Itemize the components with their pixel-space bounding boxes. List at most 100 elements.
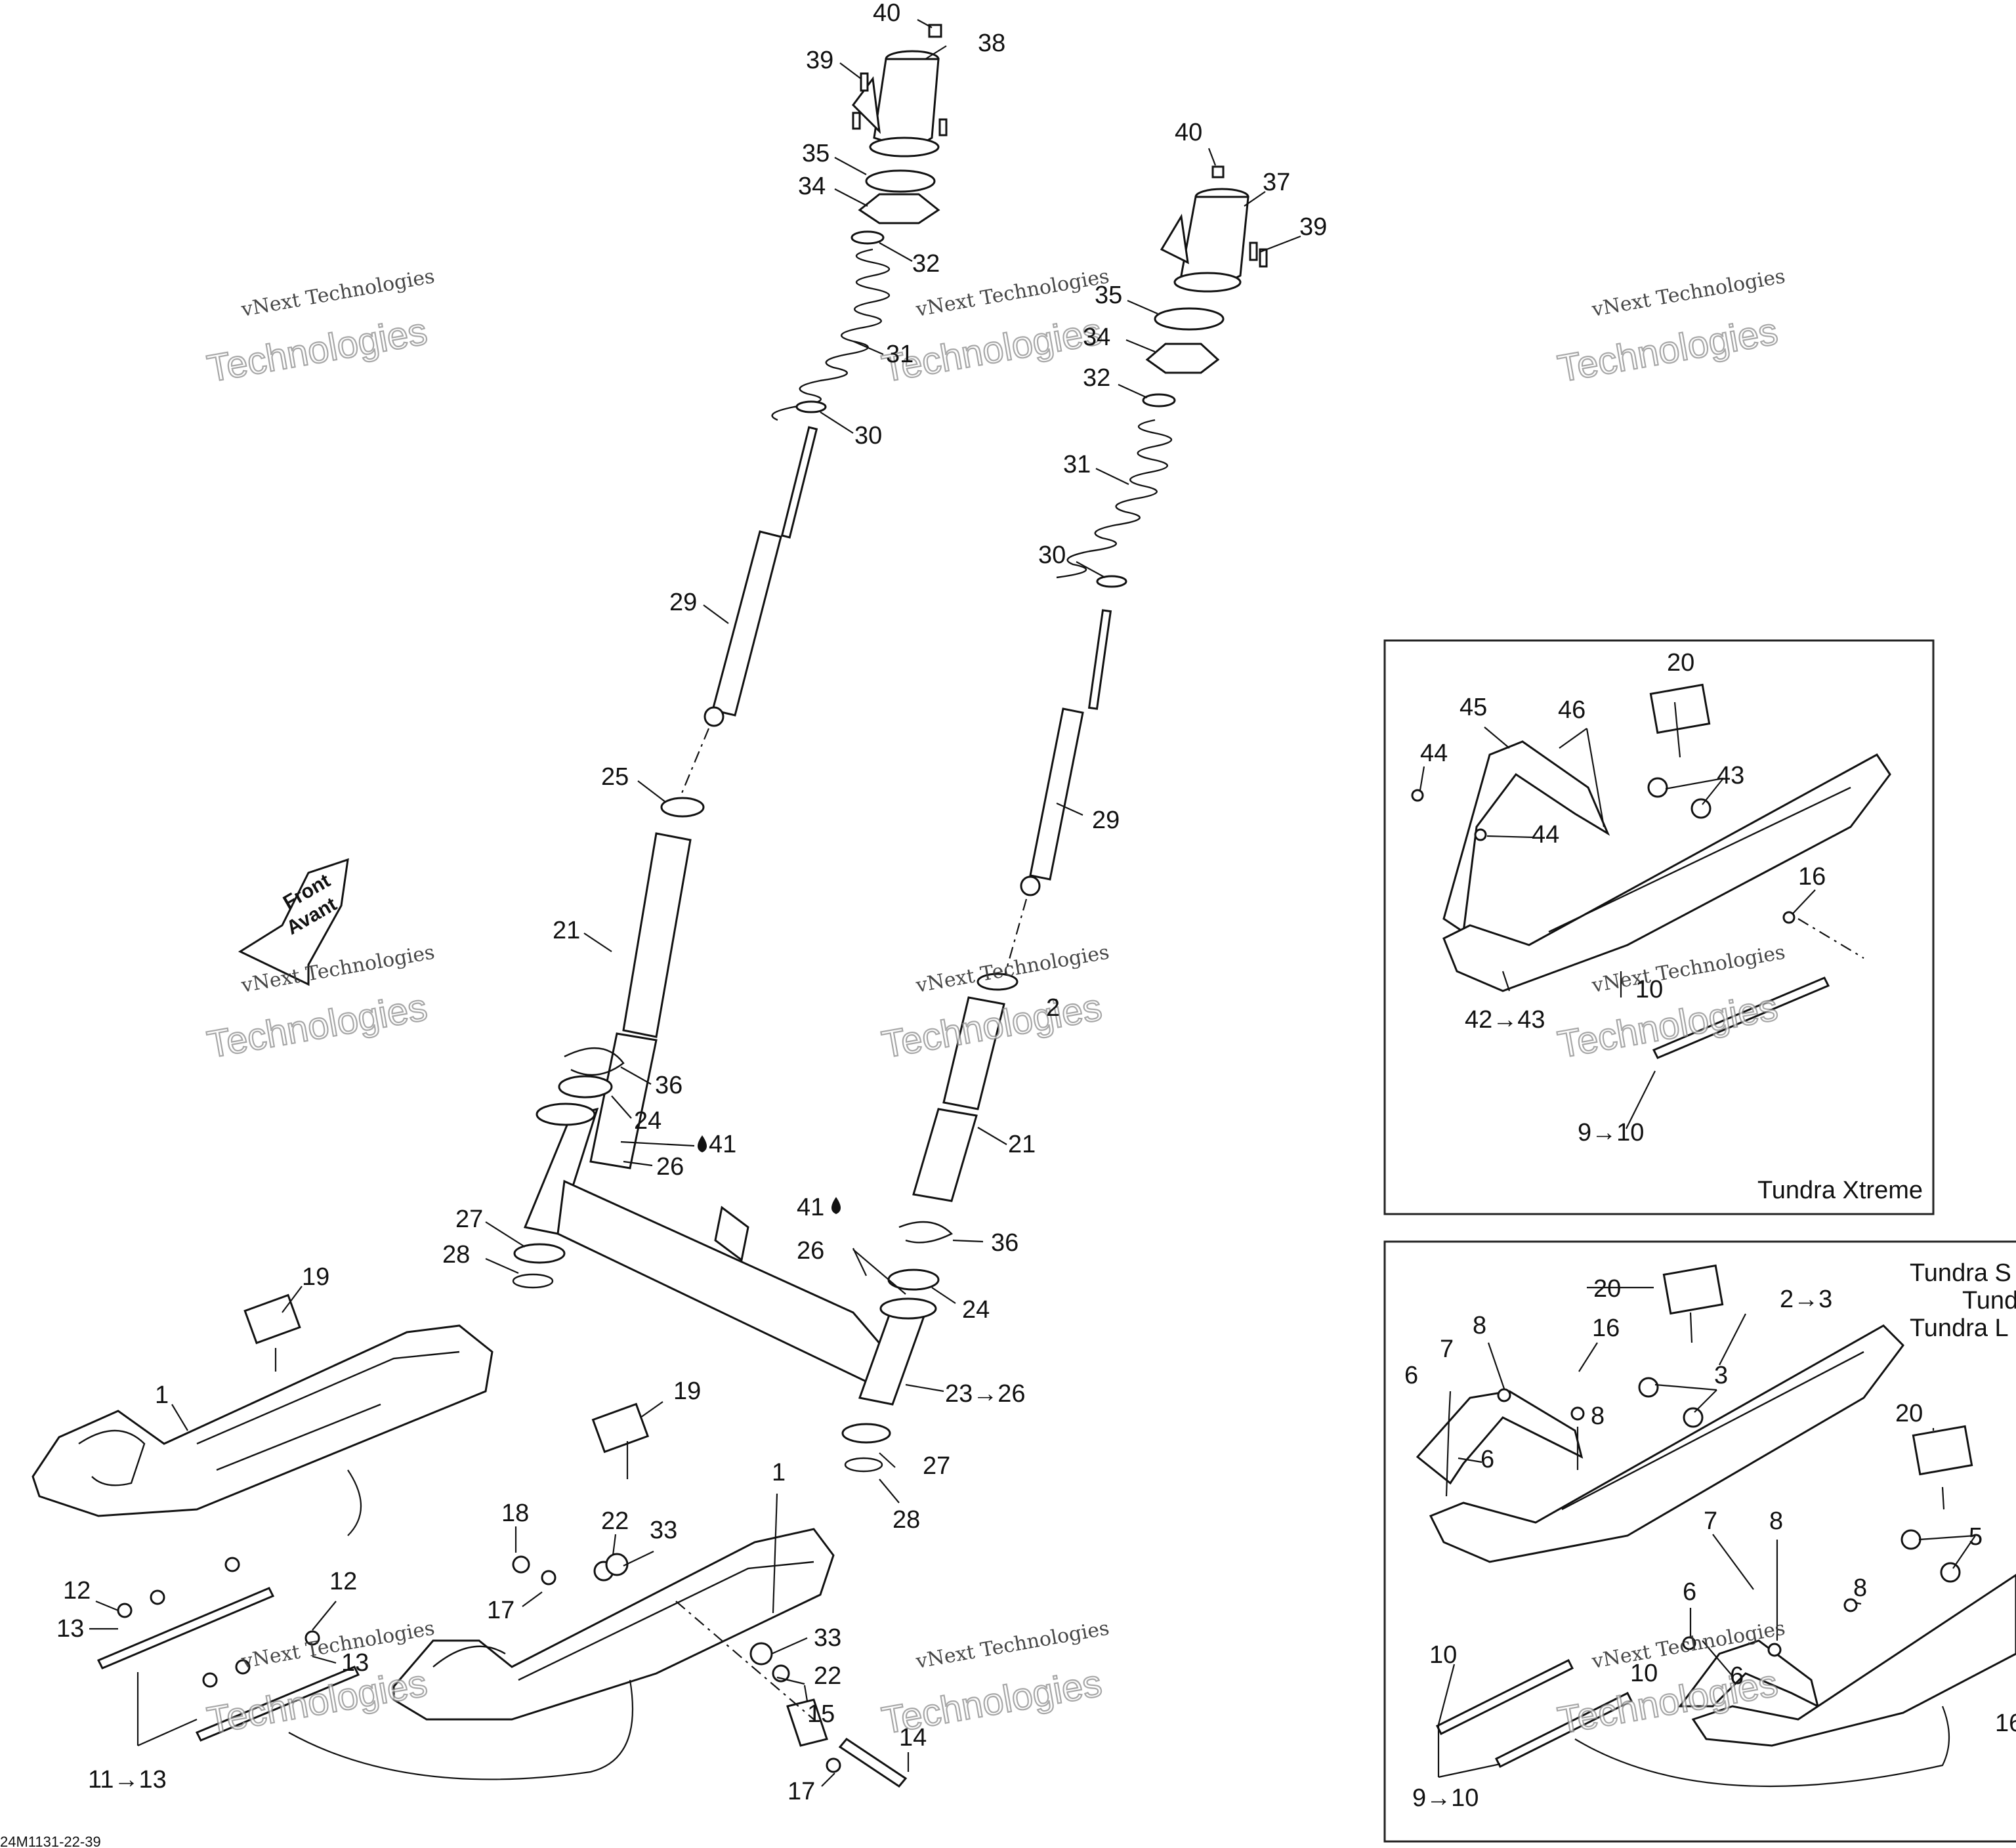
- callout-21a: 21: [553, 917, 580, 944]
- callout-1b: 1: [772, 1459, 786, 1486]
- callout-6d: 6: [1730, 1662, 1744, 1690]
- callout-24a: 24: [634, 1107, 662, 1135]
- callout-31a: 31: [886, 341, 914, 368]
- leader-lines: [89, 19, 1976, 1787]
- callout-18: 18: [501, 1500, 529, 1527]
- callout-22a: 22: [601, 1507, 629, 1535]
- callout-6c: 6: [1683, 1578, 1696, 1606]
- callout-23-26: 23→26: [945, 1380, 1026, 1408]
- callout-8c: 8: [1769, 1507, 1783, 1535]
- document-code: 24M1131-22-39: [0, 1834, 101, 1848]
- inset-title-tundra-l: Tundra L: [1910, 1314, 2009, 1342]
- callout-28b: 28: [892, 1506, 920, 1534]
- callout-8d: 8: [1853, 1574, 1867, 1602]
- callout-11-13: 11→13: [88, 1766, 167, 1794]
- callout-21b: 21: [1008, 1131, 1036, 1158]
- callout-27a: 27: [455, 1206, 483, 1233]
- callout-38: 38: [978, 30, 1005, 57]
- callout-10b: 10: [1429, 1641, 1457, 1669]
- callout-17b: 17: [788, 1778, 815, 1805]
- callout-24b: 24: [962, 1296, 990, 1324]
- callout-22b: 22: [814, 1662, 841, 1690]
- callout-1a: 1: [155, 1381, 169, 1409]
- callout-33a: 33: [650, 1517, 677, 1544]
- callout-32b: 32: [1083, 364, 1110, 392]
- watermark-3b: Technologies: [1555, 310, 1781, 390]
- callout-41a: 41: [709, 1131, 736, 1158]
- callout-39a: 39: [806, 47, 833, 74]
- callout-14: 14: [899, 1724, 927, 1752]
- callout-20b: 20: [1593, 1275, 1621, 1303]
- callout-32a: 32: [912, 250, 940, 278]
- callout-29b: 29: [1092, 807, 1120, 834]
- callout-36b: 36: [991, 1229, 1018, 1257]
- callout-7a: 7: [1440, 1335, 1454, 1363]
- left-spring: [771, 248, 890, 421]
- callout-28a: 28: [442, 1241, 470, 1269]
- callout-16b: 16: [1592, 1314, 1620, 1342]
- callout-19b: 19: [673, 1377, 701, 1405]
- callout-36a: 36: [655, 1072, 682, 1099]
- callout-7b: 7: [1704, 1507, 1717, 1535]
- right-spring: [1056, 419, 1172, 579]
- callout-43: 43: [1717, 762, 1744, 789]
- callout-12b: 12: [329, 1568, 357, 1595]
- inset-tundra-xtreme: Tundra Xtreme: [1383, 639, 1935, 1215]
- watermark-7b: Technologies: [204, 1662, 430, 1742]
- callout-41b: 41: [797, 1194, 824, 1221]
- callout-2x: 2: [1046, 994, 1060, 1022]
- watermark-4b: Technologies: [204, 986, 430, 1066]
- oil-drop-icon-2: [831, 1197, 841, 1214]
- callout-34a: 34: [798, 173, 826, 200]
- callout-20a: 20: [1667, 649, 1694, 677]
- inset-title-tundra: Tund: [1962, 1287, 2016, 1314]
- callout-5: 5: [1969, 1523, 1983, 1551]
- callout-9-10b: 9→10: [1412, 1784, 1479, 1812]
- callout-35b: 35: [1095, 282, 1122, 309]
- left-shock-assembly: [512, 24, 948, 1386]
- callout-44a: 44: [1420, 740, 1448, 767]
- callout-3: 3: [1714, 1362, 1728, 1389]
- callout-45: 45: [1460, 694, 1487, 721]
- oil-drop-icon: [698, 1135, 707, 1152]
- callout-17a: 17: [487, 1597, 514, 1624]
- callout-13b: 13: [341, 1649, 369, 1677]
- callout-20c: 20: [1895, 1400, 1923, 1427]
- callout-16a: 16: [1798, 863, 1826, 891]
- callout-31b: 31: [1063, 451, 1091, 478]
- right-shock-assembly: [841, 165, 1268, 1473]
- callout-40b: 40: [1175, 119, 1202, 146]
- callout-9-10a: 9→10: [1578, 1119, 1644, 1146]
- callout-37: 37: [1263, 169, 1290, 196]
- callout-27b: 27: [923, 1452, 950, 1480]
- callout-8b: 8: [1591, 1402, 1605, 1430]
- callout-25: 25: [601, 763, 629, 791]
- callout-8a: 8: [1473, 1312, 1486, 1339]
- callout-labels: 40 38 39 35 34 32 31 30 29 25 21 36 24 4…: [56, 0, 2016, 1812]
- callout-19a: 19: [302, 1263, 329, 1291]
- callout-6a: 6: [1404, 1362, 1418, 1389]
- callout-30a: 30: [854, 422, 882, 450]
- callout-33b: 33: [814, 1624, 841, 1652]
- callout-6b: 6: [1480, 1446, 1494, 1473]
- inset-title-tundra-xtreme: Tundra Xtreme: [1757, 1177, 1923, 1204]
- inset-tundra-s: Tundra S Tund Tundra L: [1383, 1240, 2016, 1843]
- callout-42-43: 42→43: [1465, 1006, 1545, 1034]
- callout-10a: 10: [1635, 976, 1663, 1003]
- callout-12a: 12: [63, 1577, 91, 1605]
- callout-46: 46: [1558, 696, 1586, 724]
- callout-44b: 44: [1532, 821, 1559, 849]
- inset-title-tundra-s: Tundra S: [1910, 1259, 2011, 1287]
- callout-34b: 34: [1083, 324, 1110, 351]
- callout-13a: 13: [56, 1615, 84, 1643]
- callout-16c: 16: [1995, 1710, 2016, 1737]
- callout-10c: 10: [1630, 1660, 1658, 1687]
- callout-26b: 26: [797, 1237, 824, 1265]
- callout-39b: 39: [1299, 213, 1327, 241]
- ski-left: [32, 1293, 494, 1742]
- callout-2-3: 2→3: [1780, 1286, 1832, 1313]
- watermark-1b: Technologies: [204, 310, 430, 390]
- callout-15: 15: [807, 1700, 835, 1728]
- callout-40a: 40: [873, 0, 900, 27]
